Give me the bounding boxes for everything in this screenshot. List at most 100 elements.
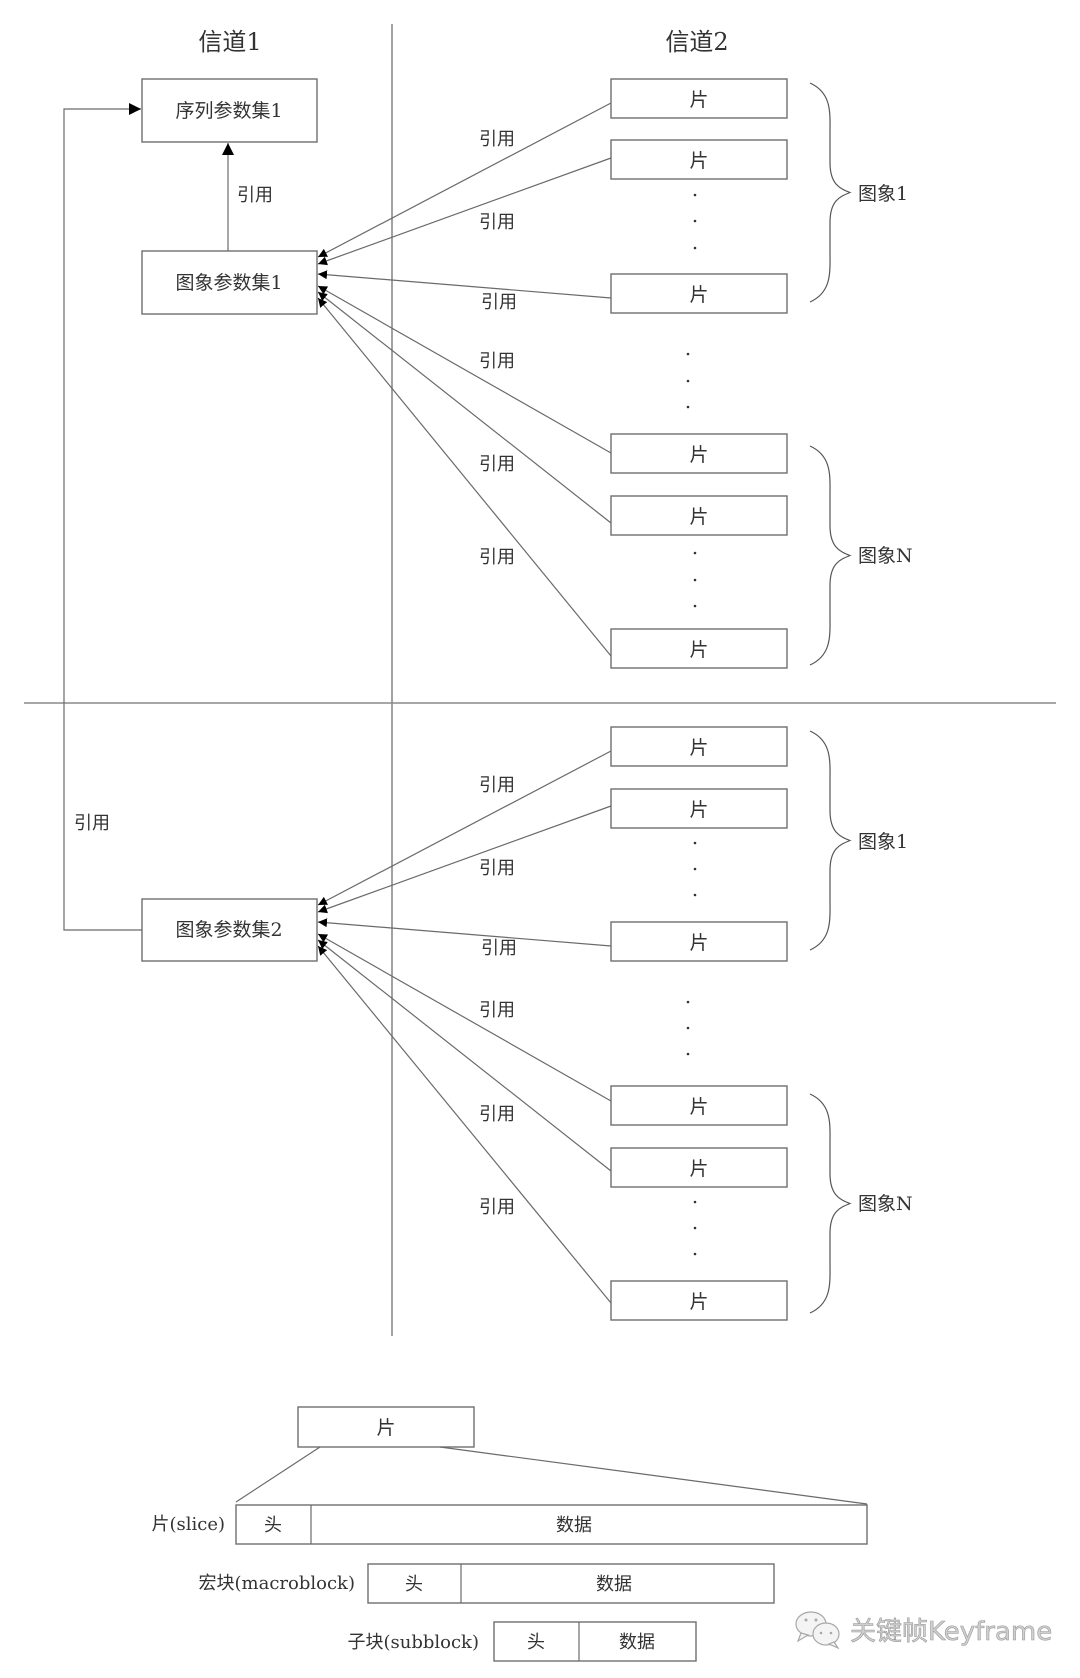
slice-ref-arrow xyxy=(317,270,612,299)
slice-label: 片 xyxy=(689,737,708,759)
ref-label: 引用 xyxy=(479,858,515,879)
slice-ref-arrow xyxy=(317,939,612,1172)
picture-label: 图象1 xyxy=(858,831,908,853)
pps2-to-sps-ref-label: 引用 xyxy=(74,813,110,834)
legend-row-slice: 片(slice) 头 数据 xyxy=(151,1504,868,1545)
ellipsis-dot xyxy=(693,1226,697,1230)
legend-expand-line-left xyxy=(235,1446,321,1503)
slice-ref-arrow xyxy=(317,157,612,266)
slice-box: 片 xyxy=(610,1280,788,1321)
ellipsis-dot xyxy=(686,1000,690,1004)
ellipsis-dot xyxy=(693,219,697,223)
slice-label: 片 xyxy=(689,1096,708,1118)
slice-label: 片 xyxy=(689,89,708,111)
pps1-to-sps-ref-label: 引用 xyxy=(237,185,273,206)
ellipsis-dot xyxy=(686,1026,690,1030)
picture-brace xyxy=(809,445,852,666)
ellipsis-dot xyxy=(686,405,690,409)
legend-row-header: 头 xyxy=(527,1632,545,1653)
pps2-box: 图象参数集2 xyxy=(141,898,318,962)
ref-label: 引用 xyxy=(479,454,515,475)
ellipsis-dot xyxy=(693,893,697,897)
slice-ref-arrow xyxy=(317,102,612,258)
legend-slice-label: 片 xyxy=(376,1417,395,1439)
slice-ref-arrow xyxy=(317,918,612,947)
slice-ref-arrow xyxy=(317,285,612,454)
legend-row-macroblock: 宏块(macroblock) 头 数据 xyxy=(199,1563,775,1604)
slice-box: 片 xyxy=(610,1085,788,1126)
slice-sections: 片片片图象1引用引用引用片片片图象N引用引用引用片片片图象1引用引用引用片片片图… xyxy=(317,78,913,1321)
wechat-icon xyxy=(795,1611,840,1650)
slice-label: 片 xyxy=(689,799,708,821)
legend-row-label: 片(slice) xyxy=(151,1514,225,1535)
slice-box: 片 xyxy=(610,78,788,119)
slice-label: 片 xyxy=(689,1291,708,1313)
legend-row-label: 子块(subblock) xyxy=(347,1632,479,1653)
ref-label: 引用 xyxy=(479,1000,515,1021)
ellipsis-dot xyxy=(693,604,697,608)
slice-label: 片 xyxy=(689,284,708,306)
slice-ref-arrow xyxy=(317,933,612,1102)
ellipsis-dot xyxy=(693,1200,697,1204)
ref-label: 引用 xyxy=(479,351,515,372)
sps-box: 序列参数集1 xyxy=(141,78,318,143)
picture-brace xyxy=(809,82,852,303)
picture-brace xyxy=(809,1093,852,1314)
ref-label: 引用 xyxy=(479,1104,515,1125)
legend-row-subblock: 子块(subblock) 头 数据 xyxy=(347,1621,697,1662)
picture-label: 图象1 xyxy=(858,183,908,205)
slice-box: 片 xyxy=(610,139,788,180)
ellipsis-dot xyxy=(686,1052,690,1056)
slice-label: 片 xyxy=(689,1158,708,1180)
ellipsis-dot xyxy=(693,1252,697,1256)
ref-label: 引用 xyxy=(479,547,515,568)
legend-expand-line-right xyxy=(439,1446,868,1505)
slice-box: 片 xyxy=(610,788,788,829)
pps1-box: 图象参数集1 xyxy=(141,250,318,315)
legend-row-data: 数据 xyxy=(619,1632,655,1653)
pps2-to-sps-arrow xyxy=(63,103,142,931)
ref-label: 引用 xyxy=(479,775,515,796)
slice-box: 片 xyxy=(610,433,788,474)
ellipsis-dot xyxy=(693,551,697,555)
legend-row-header: 头 xyxy=(405,1574,423,1595)
slice-label: 片 xyxy=(689,506,708,528)
legend-row-label: 宏块(macroblock) xyxy=(199,1573,355,1594)
channel1-title: 信道1 xyxy=(198,28,261,56)
legend: 片 片(slice) 头 数据 宏块(macroblock) 头 数据 子块(s… xyxy=(151,1406,868,1662)
slice-ref-arrow xyxy=(317,291,612,524)
pps1-label: 图象参数集1 xyxy=(175,272,282,294)
slice-ref-arrow xyxy=(317,297,612,657)
picture-label: 图象N xyxy=(858,1193,913,1215)
slice-box: 片 xyxy=(610,1147,788,1188)
ellipsis-dot xyxy=(693,841,697,845)
ellipsis-dot xyxy=(693,578,697,582)
slice-ref-arrow xyxy=(317,945,612,1304)
legend-row-data: 数据 xyxy=(596,1574,632,1595)
sps-label: 序列参数集1 xyxy=(175,100,282,122)
ref-label: 引用 xyxy=(479,212,515,233)
ref-label: 引用 xyxy=(479,129,515,150)
slice-box: 片 xyxy=(610,726,788,767)
ref-label: 引用 xyxy=(481,292,517,313)
ellipsis-dot xyxy=(693,867,697,871)
legend-slice-box: 片 xyxy=(297,1406,475,1448)
slice-label: 片 xyxy=(689,932,708,954)
slice-label: 片 xyxy=(689,444,708,466)
slice-ref-arrow xyxy=(317,805,612,914)
channel2-title: 信道2 xyxy=(665,28,728,56)
watermark-text: 关键帧Keyframe xyxy=(850,1617,1052,1647)
slice-box: 片 xyxy=(610,273,788,314)
ellipsis-dot xyxy=(693,246,697,250)
picture-brace xyxy=(809,730,852,951)
ref-label: 引用 xyxy=(481,938,517,959)
ref-label: 引用 xyxy=(479,1197,515,1218)
slice-box: 片 xyxy=(610,628,788,669)
slice-box: 片 xyxy=(610,495,788,536)
legend-row-data: 数据 xyxy=(556,1515,592,1536)
